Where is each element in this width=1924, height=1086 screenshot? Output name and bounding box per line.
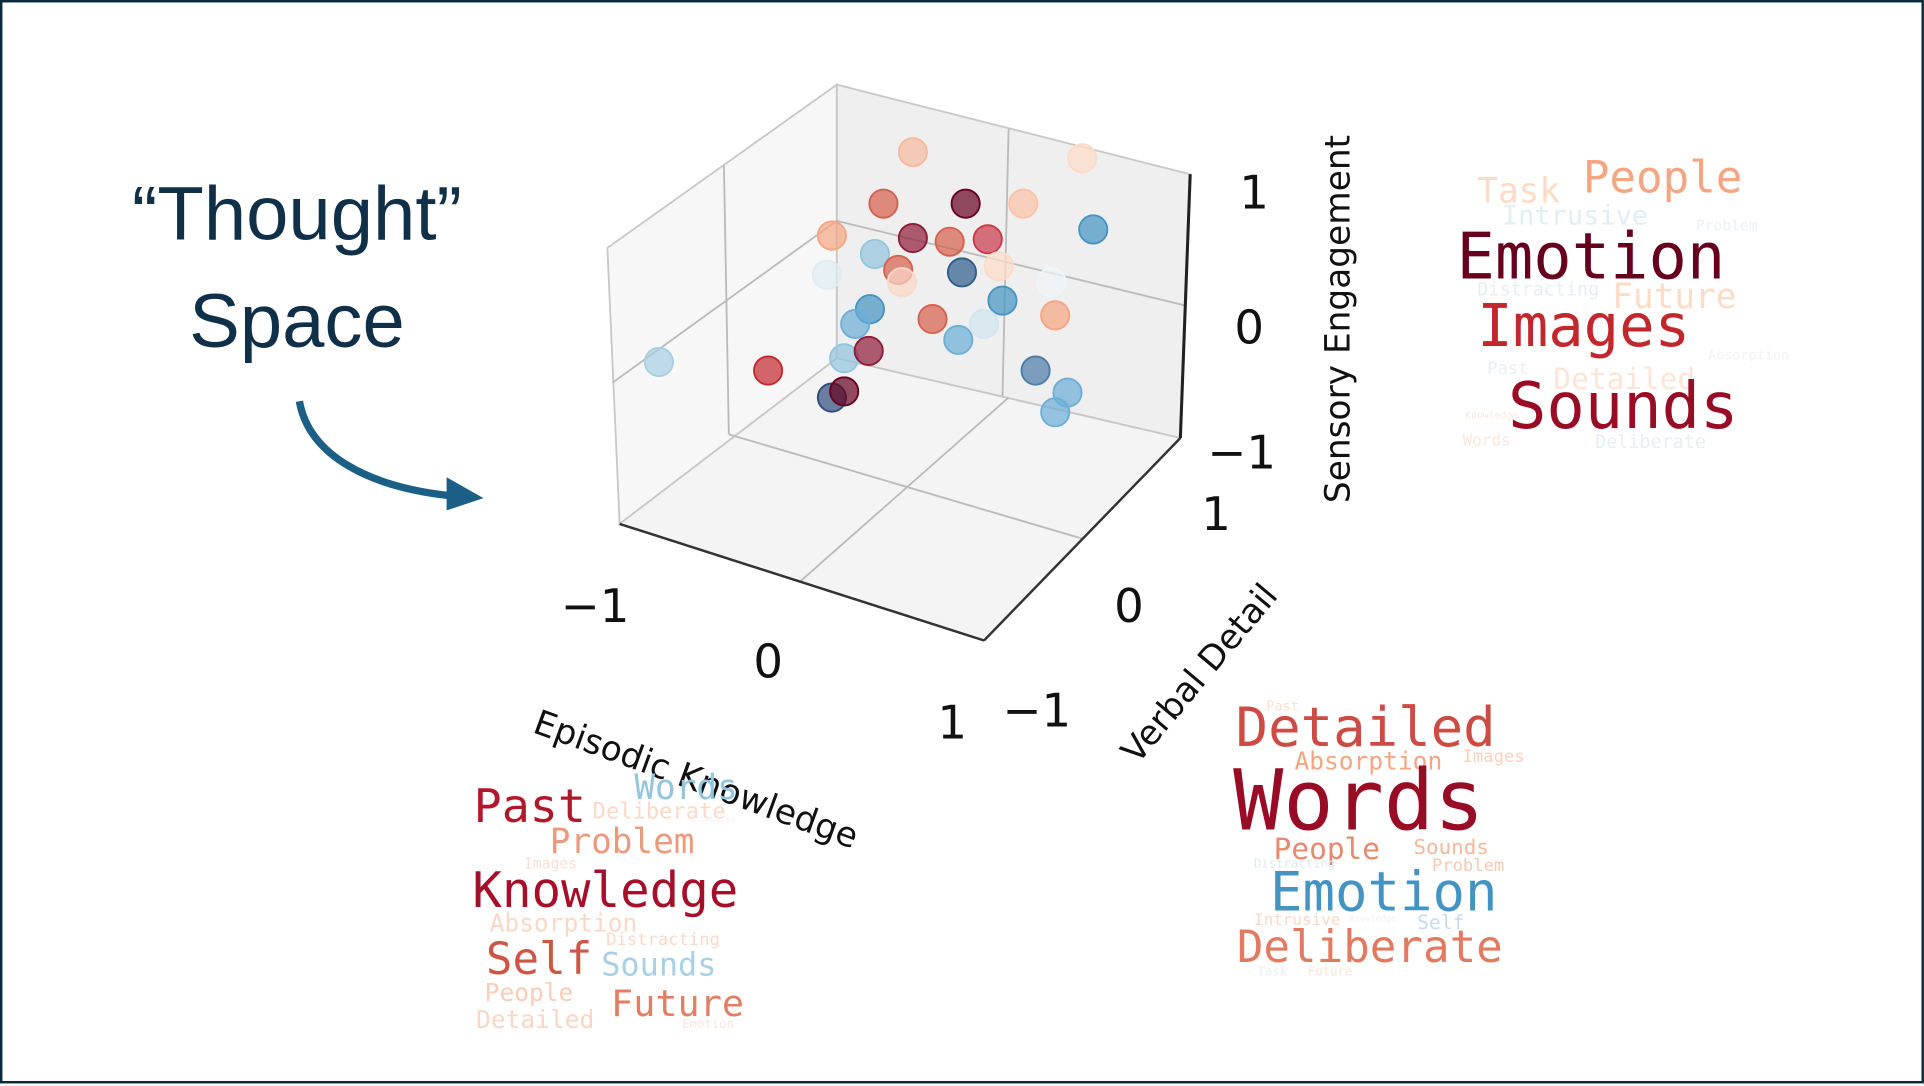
cloud-word: Intrusive: [1501, 201, 1649, 232]
cloud-word: People: [1582, 153, 1743, 204]
scatter-point: [1040, 300, 1071, 331]
cloud-word: Past: [473, 779, 586, 834]
scatter-point: [859, 238, 890, 270]
cloud-word: Knowledge: [1465, 409, 1519, 421]
cloud-word: Absorption: [1707, 347, 1790, 364]
scatter-point: [853, 335, 884, 366]
cloud-word: Problem: [1431, 856, 1505, 877]
cloud-word: People: [1273, 831, 1381, 867]
z-tick-label: 1: [1239, 165, 1269, 220]
scatter-point: [1078, 214, 1109, 245]
title-line-1: “Thought”: [132, 171, 462, 257]
z-tick-label: −1: [1207, 425, 1277, 480]
scatter-point: [946, 257, 977, 288]
cloud-word: Words: [1462, 431, 1511, 451]
scatter-point: [1008, 188, 1039, 219]
cloud-word: Future: [611, 982, 745, 1026]
cloud-word: Deliberate: [1236, 922, 1503, 974]
cloud-word: Images: [523, 855, 578, 873]
scatter-point: [811, 259, 843, 290]
scatter-point: [1036, 267, 1067, 298]
cloud-word: Knowledge: [472, 862, 739, 920]
y-tick-label: 0: [1114, 579, 1144, 634]
cloud-word: Future: [1612, 276, 1737, 317]
cloud-word: Self: [1417, 910, 1465, 934]
cloud-word: Task: [488, 944, 510, 955]
cloud-word: Detailed: [476, 1004, 595, 1035]
cloud-word: Task: [1257, 965, 1288, 980]
y-tick-label: −1: [1002, 683, 1072, 738]
scatter-point: [987, 285, 1018, 316]
cloud-word: Self: [485, 934, 593, 986]
scatter-point: [934, 226, 965, 257]
scatter-point: [969, 308, 1000, 339]
curved-arrow-icon: [295, 400, 484, 511]
cloud-word: Distracting: [606, 930, 720, 950]
scatter-point: [1067, 143, 1098, 174]
scatter-point: [1020, 355, 1051, 386]
scatter-point: [886, 267, 917, 298]
scatter-point: [643, 346, 674, 377]
cloud-word: Emotion: [682, 1018, 734, 1032]
scatter-point: [868, 188, 899, 219]
scatter-point: [897, 223, 928, 254]
x-tick-label: −1: [560, 579, 630, 634]
cloud-word: Task: [1477, 170, 1561, 212]
cloud-word: Words: [634, 766, 738, 808]
x-tick-label: 1: [937, 695, 968, 750]
y-tick-label: 1: [1201, 487, 1231, 542]
scatter-point: [816, 220, 847, 251]
cloud-word: Words: [1233, 753, 1485, 851]
cloud-word: Intrusive: [689, 814, 737, 825]
scatter-point: [950, 188, 981, 219]
z-axis-label: Sensory Engagement: [1317, 134, 1359, 504]
cloud-word: Deliberate: [592, 798, 726, 825]
title-line-2: Space: [189, 279, 405, 365]
cloud-word: Distracting: [1477, 278, 1600, 301]
x-tick-label: 0: [753, 634, 784, 689]
scatter-point: [840, 308, 871, 339]
cloud-word: Sounds: [1413, 835, 1489, 861]
cloud-word: Knowledge: [1349, 914, 1397, 924]
cloud-word: Sounds: [601, 947, 717, 985]
cloud-word: Problem: [549, 820, 695, 862]
scatter-point: [943, 324, 974, 355]
scatter-point: [983, 251, 1014, 282]
cloud-word: Sounds: [1507, 370, 1739, 445]
cloud-word: Images: [1477, 292, 1691, 361]
scatter-point: [1040, 397, 1071, 428]
cloud-word: Absorption: [1294, 746, 1443, 776]
cloud-word: Deliberate: [1595, 430, 1706, 453]
z-tick-label: 0: [1234, 300, 1265, 355]
cloud-word: Intrusive: [1253, 911, 1341, 931]
cloud-word: People: [484, 977, 574, 1008]
scatter-point: [897, 137, 928, 168]
cloud-word: Images: [1462, 747, 1525, 767]
scatter-point: [753, 355, 784, 386]
3d-axes: [606, 82, 1192, 642]
cloud-word: Detailed: [1235, 696, 1496, 760]
scatter-points: [643, 137, 1109, 428]
cloud-word: Distracting: [1253, 857, 1336, 872]
cloud-word: Emotion: [1456, 220, 1726, 295]
cloud-word: Absorption: [489, 907, 638, 938]
scatter-point: [972, 224, 1003, 255]
cloud-word: Detailed: [1553, 361, 1696, 397]
cloud-word: Future: [1307, 965, 1353, 980]
scatter-point: [917, 303, 948, 335]
cloud-word: Past: [1266, 698, 1299, 715]
scatter-point: [829, 376, 860, 407]
cloud-word: Past: [1487, 359, 1529, 380]
cloud-word: Problem: [1695, 217, 1758, 235]
cloud-word: Emotion: [1269, 861, 1498, 924]
